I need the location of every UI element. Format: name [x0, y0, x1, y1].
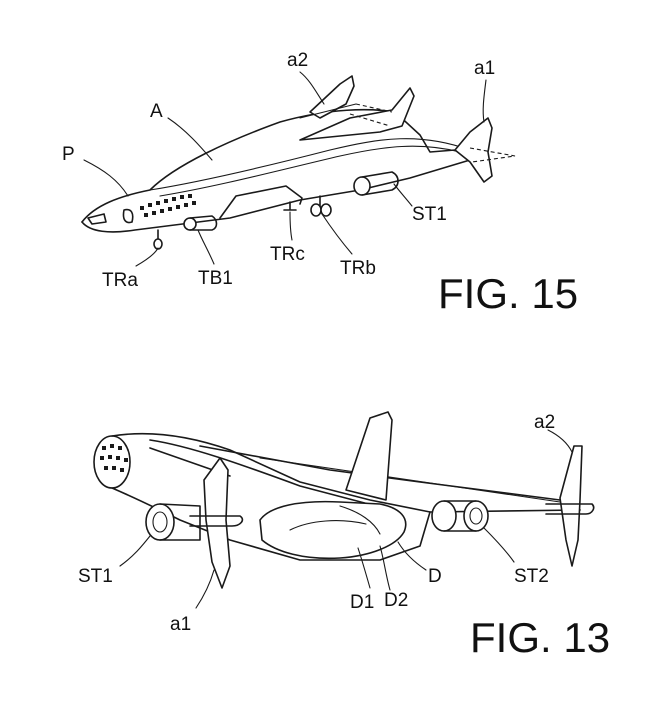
fig13-leader-D2: [379, 545, 391, 591]
fig13-pod-D2: [339, 505, 381, 535]
fig13-label-ST2: ST2: [514, 566, 549, 587]
fig15-leader-A: [167, 117, 213, 161]
fig13-leader-ST1: [119, 535, 151, 567]
fig15-tail-a1-dash: [469, 147, 516, 163]
fig13-label-D2: D2: [384, 590, 408, 611]
fig13-label-D1: D1: [350, 592, 374, 613]
fig15-aircraft: [81, 71, 516, 267]
fig13-pod-D: [259, 500, 407, 560]
fig15-label-a1: a1: [474, 58, 495, 79]
fig15-fuselage-lower: [81, 159, 471, 233]
fig13-engine-st2: [431, 500, 489, 532]
fig13-label-ST1: ST1: [78, 566, 113, 587]
fig15-lower-wing: [219, 185, 303, 219]
fig15-tail-a2-dash: [349, 103, 393, 127]
fig13-leader-a2: [547, 429, 573, 453]
fig15-leader-P: [83, 159, 129, 197]
fig15-body-stripe: [149, 138, 471, 191]
fig13-wing-far-edge: [259, 457, 561, 503]
fig15-tail-a1: [454, 117, 493, 183]
fig15-nose-window: [87, 213, 107, 225]
fig15-label-P: P: [62, 144, 75, 165]
fig13-caption: FIG. 13: [470, 614, 610, 661]
fig15-leader-TRb: [321, 213, 353, 255]
fig13-fin-a1: [203, 457, 231, 589]
fig13-wing-near: [149, 439, 377, 507]
fig13-leader-D: [397, 541, 427, 571]
fig13-label-D: D: [428, 566, 442, 587]
fig15-fuselage-upper: [81, 108, 471, 223]
fig15-label-ST1: ST1: [412, 204, 447, 225]
fig13-fin-a2-pod: [545, 503, 595, 515]
fig13-vertical-tail: [345, 411, 393, 501]
fig15-door: [122, 208, 134, 224]
fig15-tail-a2: [309, 75, 355, 119]
fig13-wing-far: [199, 445, 581, 513]
fig13-label-a1: a1: [170, 614, 191, 635]
fig13-engine-st1: [145, 503, 201, 541]
fig13-aircraft: [93, 411, 595, 609]
fig15-label-a2: a2: [287, 50, 308, 71]
fig15-engine-tb1: [183, 215, 218, 231]
fig15-leader-a2: [299, 71, 325, 105]
fig15-leader-TRa: [135, 247, 159, 267]
fig15-label-A: A: [150, 101, 163, 122]
fig15-gear-trb-wheel-1: [310, 203, 322, 217]
fig13-fin-a1-pod: [189, 515, 244, 527]
fig15-leader-TB1: [197, 229, 215, 265]
fig13-label-a2: a2: [534, 412, 555, 433]
fig15-leader-TRc: [289, 211, 293, 241]
fig15-engine-st1: [353, 171, 399, 196]
fig15-gear-trc: [283, 201, 297, 211]
fig15-leader-a1: [482, 79, 487, 123]
fig15-caption: FIG. 15: [438, 270, 578, 317]
fig13-leader-ST2: [483, 527, 515, 563]
fig15-leader-ST1: [393, 183, 413, 207]
fig15-tail-a2-root: [299, 103, 357, 119]
fig15-label-TRc: TRc: [270, 244, 305, 265]
fig15-windows: [140, 194, 196, 217]
fig15-gear-trb-wheel-2: [320, 203, 332, 217]
fig13-fin-a2: [559, 445, 583, 567]
fig15-label-TB1: TB1: [198, 268, 233, 289]
fig13-leader-D1: [357, 547, 371, 589]
fig13-leader-a1: [195, 569, 215, 609]
fig15-body-stripe-2: [159, 145, 461, 197]
fig13-pod-D1: [289, 520, 367, 531]
fig15-label-TRa: TRa: [102, 270, 138, 291]
fig15-label-TRb: TRb: [340, 258, 376, 279]
fig13-windows: [100, 444, 128, 472]
